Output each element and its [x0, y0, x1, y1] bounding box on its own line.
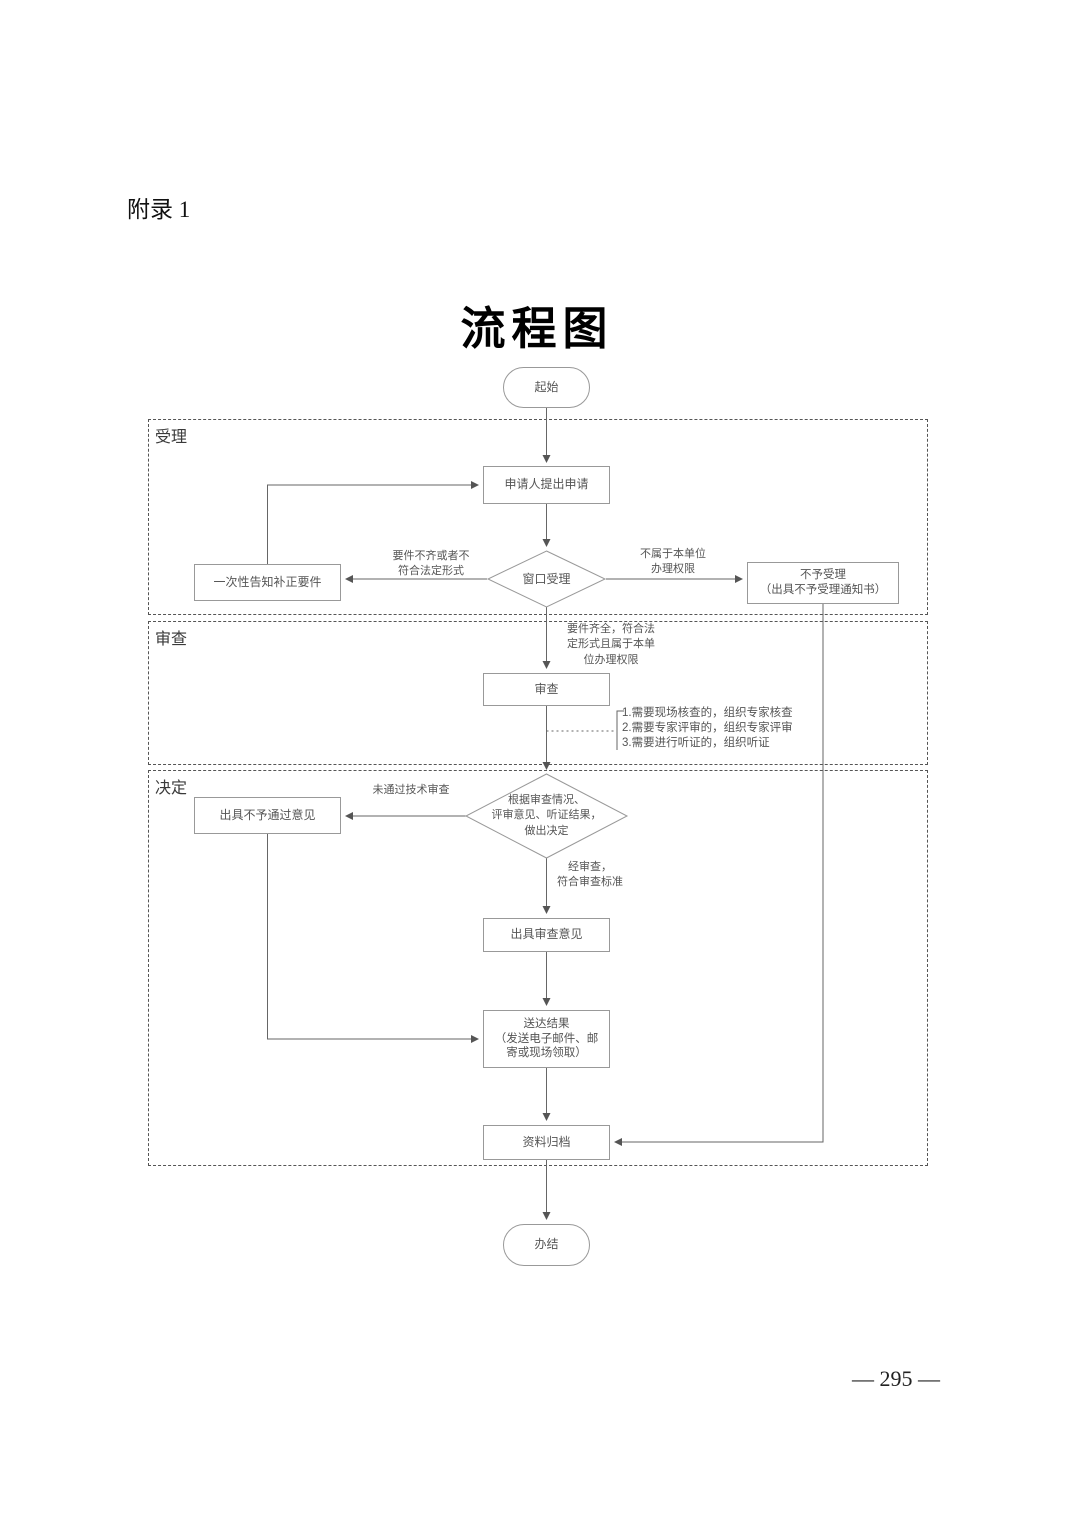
section-acceptance: 受理: [148, 419, 928, 615]
window-accept-diamond-shape: [486, 550, 607, 608]
apply-node: 申请人提出申请: [483, 466, 610, 504]
edge-label-no-authority: 不属于本单位 办理权限: [640, 548, 706, 576]
edge-label-fail-review: 未通过技术审查: [372, 784, 450, 796]
deliver-node: 送达结果 （发送电子邮件、邮 寄或现场领取）: [483, 1010, 610, 1068]
section-review: 审查: [148, 621, 928, 765]
fail-opinion-node: 出具不予通过意见: [194, 797, 341, 834]
archive-node: 资料归档: [483, 1125, 610, 1160]
edge-label-complete: 要件齐全，符合法 定形式且属于本单 位办理权限: [567, 623, 655, 666]
notify-correction-node: 一次性告知补正要件: [194, 564, 341, 601]
decision-diamond-shape: [464, 773, 629, 859]
start-node: 起始: [503, 367, 590, 408]
note-bracket: [616, 710, 624, 750]
review-side-note: 1.需要现场核查的，组织专家核查 2.需要专家评审的，组织专家评审 3.需要进行…: [622, 707, 793, 750]
page-number: — 295 —: [852, 1366, 940, 1391]
section-acceptance-label: 受理: [155, 429, 188, 446]
edge-label-pass-review: 经审查， 符合审查标准: [557, 861, 623, 889]
review-opinion-node: 出具审查意见: [483, 918, 610, 952]
section-decision-label: 决定: [155, 780, 188, 797]
end-node: 办结: [503, 1224, 590, 1266]
section-decision: 决定: [148, 770, 928, 1166]
decision-diamond-label: 根据审查情况、 评审意见、听证结果， 做出决定: [491, 793, 602, 837]
decision-diamonds: [464, 550, 629, 859]
page-title: 流程图: [460, 304, 614, 354]
edge-label-incomplete: 要件不齐或者不 符合法定形式: [392, 550, 470, 578]
flow-arrows: [267, 408, 824, 1220]
appendix-label: 附录 1: [127, 197, 191, 222]
reject-node: 不予受理 （出具不予受理通知书）: [747, 562, 899, 604]
section-review-label: 审查: [155, 631, 188, 648]
review-node: 审查: [483, 673, 610, 706]
window-accept-diamond-label: 窗口受理: [522, 571, 571, 586]
